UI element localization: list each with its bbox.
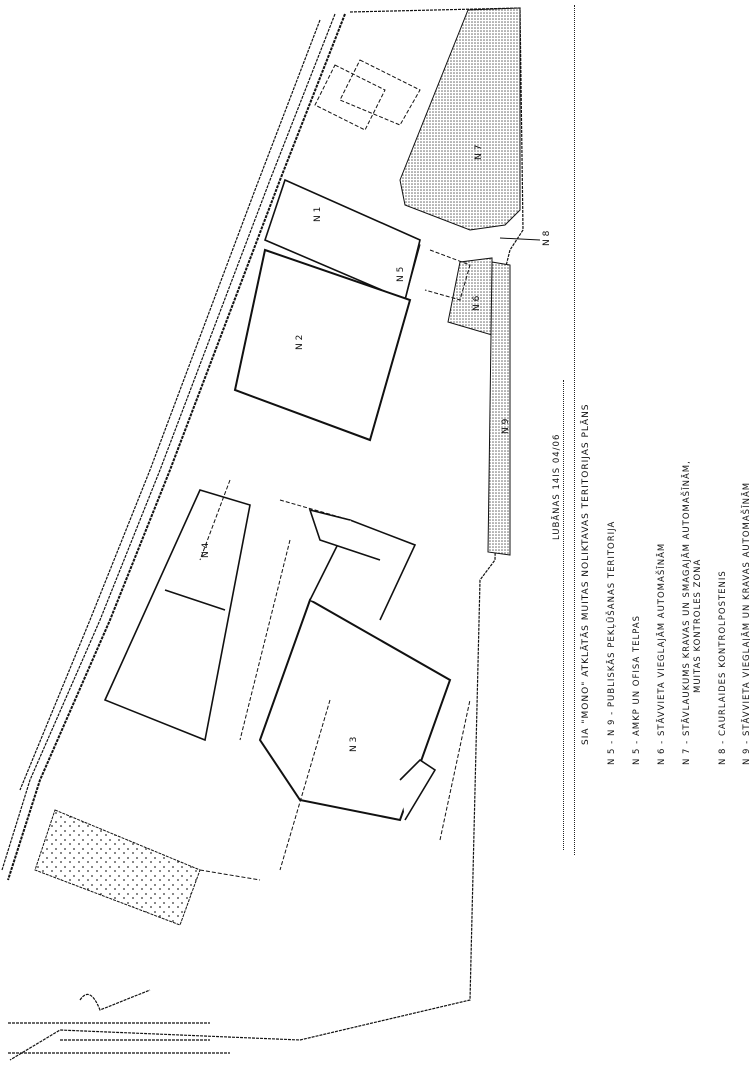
legend-item-6: N 9 - Stāvvieta vieglajām un kravas auto… (742, 482, 750, 765)
label-n2: N 2 (295, 335, 305, 350)
legend-text: Publiskās pekļūšanas teritorija (607, 520, 617, 708)
legend-item-5: N 8 - Caurlaides kontrolpostenis (718, 570, 728, 765)
legend-code: N 6 (657, 747, 667, 765)
legend-code: N 9 (742, 748, 750, 765)
legend-item-2: N 5 - AMKP un ofisa telpas (632, 614, 642, 765)
zone-n7 (399, 7, 521, 231)
divider-rule-mid (563, 380, 564, 850)
label-n1: N 1 (313, 207, 323, 222)
legend-text-2: muitas kontroles zona (693, 558, 703, 693)
legend-text: AMKP un ofisa telpas (632, 614, 642, 737)
label-n3: N 3 (349, 737, 359, 752)
legend-code: N 5 - N 9 (607, 718, 617, 765)
legend-item-4: N 7 - Stāvlaukums kravas un smagajām aut… (682, 460, 703, 765)
legend-text: Stāvvieta vieglajām un kravas automašīnā… (742, 481, 750, 737)
label-n8: N 8 (542, 230, 552, 246)
legend-text: Stāvvieta vieglajām automašīnām (657, 542, 667, 737)
legend-text: Stāvlaukums kravas un smagajām automašīn… (682, 460, 692, 737)
legend-code: N 7 (682, 747, 692, 765)
label-n5: N 5 (396, 267, 406, 282)
legend-text: Caurlaides kontrolpostenis (718, 570, 728, 737)
building-n3 (258, 598, 452, 822)
legend-code: N 5 (632, 747, 642, 765)
legend-item-3: N 6 - Stāvvieta vieglajām automašīnām (657, 542, 667, 765)
zone-stippled-lower (34, 809, 201, 926)
label-n9: N 9 (501, 418, 511, 434)
legend-item-1: N 5 - N 9 - Publiskās pekļūšanas teritor… (607, 520, 617, 765)
legend-code: N 8 (718, 747, 728, 765)
building-n4 (103, 489, 251, 742)
label-n7: N 7 (474, 145, 484, 160)
plan-subtitle: Lubānas 14IS 04/06 (552, 433, 562, 540)
divider-rule-top (574, 5, 575, 855)
label-n6: N 6 (472, 295, 482, 311)
zone-n6 (447, 257, 493, 336)
label-n4: N 4 (201, 542, 211, 558)
zone-n9 (487, 261, 511, 556)
plan-title: SIA "MONO" atklātās muitas noliktavas te… (581, 403, 591, 745)
building-n2 (233, 248, 412, 442)
